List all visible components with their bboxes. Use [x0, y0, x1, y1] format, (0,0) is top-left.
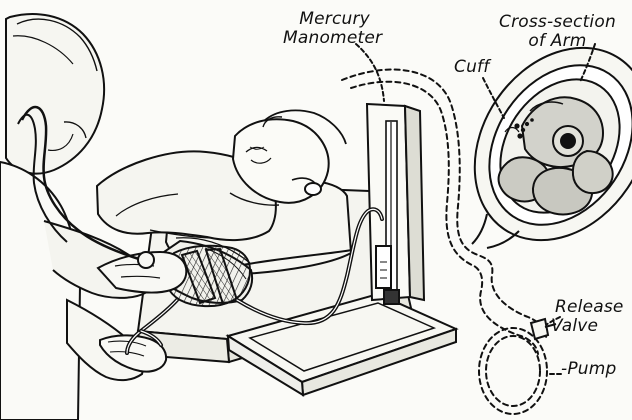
- cuff-label: Cuff: [454, 58, 489, 77]
- release-valve-label: Release Valve: [551, 298, 624, 336]
- cross-section-label-line-2: of Arm: [499, 32, 616, 51]
- cross-section-label-line-1: Cross-section: [499, 13, 616, 32]
- manometer-column: [367, 104, 424, 304]
- mercury-label-line-1: Mercury: [283, 10, 382, 29]
- pump-label: -Pump: [561, 360, 617, 379]
- mercury-label-line-2: Manometer: [283, 29, 382, 48]
- mercury-manometer-label: Mercury Manometer: [283, 10, 382, 48]
- release-valve-label-line-1: Release: [551, 298, 624, 317]
- arm-cross-section: [439, 14, 632, 273]
- cross-section-label: Cross-section of Arm: [499, 13, 616, 51]
- release-valve-label-line-2: Valve: [551, 317, 624, 336]
